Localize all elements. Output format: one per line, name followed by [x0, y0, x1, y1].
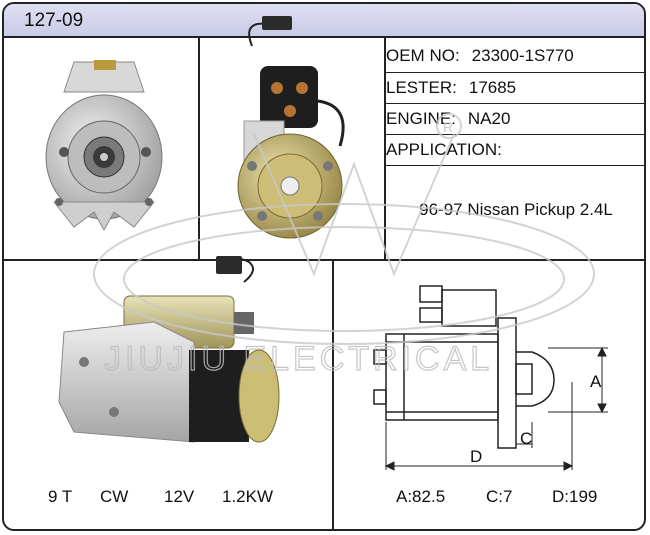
diagram-label-d: D [470, 447, 482, 466]
dimension-c: C:7 [486, 487, 513, 506]
diagram-label-a: A [590, 372, 602, 391]
product-card: 127-09 [2, 2, 646, 531]
spec-lester-value: 17685 [468, 78, 517, 97]
divider-h-spec-4 [384, 165, 644, 166]
dimension-d: D:199 [552, 487, 598, 506]
dimension-a: A:82.5 [396, 487, 446, 506]
spec-rotation: CW [100, 487, 129, 506]
starter-rear-view [237, 16, 345, 239]
product-code: 127-09 [24, 10, 84, 31]
spec-lester-label: LESTER: [386, 78, 457, 97]
watermark-text: JIUJIU ELECTRICAL [104, 340, 493, 378]
spec-teeth: 9 T [48, 487, 73, 506]
starter-side-view [58, 256, 280, 443]
divider-h-spec-3 [384, 134, 644, 135]
spec-power: 1.2KW [222, 487, 274, 506]
dimension-diagram: A C D [373, 285, 608, 471]
spec-oem-label: OEM NO: [386, 46, 460, 65]
spec-engine-label: ENGINE: [386, 109, 456, 128]
divider-v-top-left [198, 38, 200, 260]
watermark-logo: R JIUJIU ELECTRICAL [93, 113, 595, 379]
spec-engine-value: NA20 [467, 109, 511, 128]
diagram-label-c: C [520, 429, 532, 448]
header-bar: 127-09 [4, 4, 644, 38]
application-text: 96-97 Nissan Pickup 2.4L [419, 200, 613, 219]
spec-application-label: APPLICATION: [386, 140, 502, 159]
divider-v-top-right [384, 38, 386, 260]
watermark-mark: R [443, 119, 453, 135]
spec-oem-value: 23300-1S770 [471, 46, 574, 65]
divider-h-spec-1 [384, 72, 644, 73]
divider-v-bottom [332, 259, 334, 529]
spec-lester-row: LESTER: 17685 [386, 78, 516, 98]
spec-voltage: 12V [164, 487, 195, 506]
divider-h-spec-2 [384, 103, 644, 104]
divider-h-middle [4, 259, 644, 261]
spec-oem-row: OEM NO: 23300-1S770 [386, 46, 574, 66]
starter-front-view [45, 60, 163, 232]
spec-engine-row: ENGINE: NA20 [386, 109, 510, 129]
spec-application-row: APPLICATION: [386, 140, 502, 160]
